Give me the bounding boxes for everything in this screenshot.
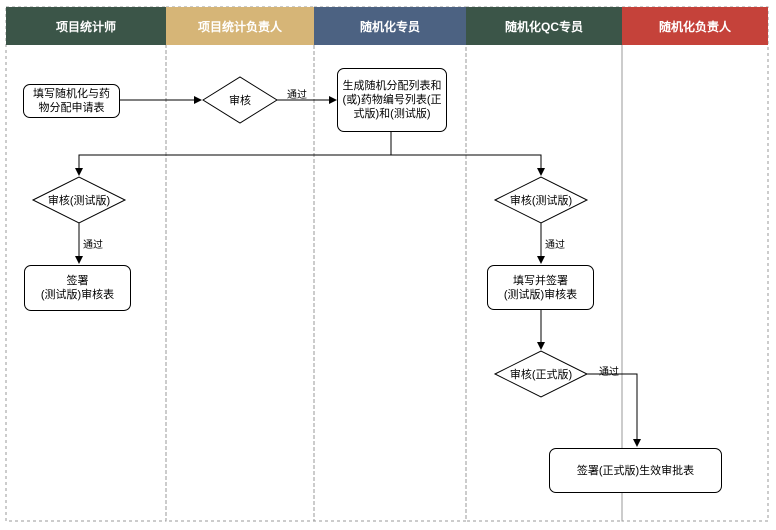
edge-label-pass: 通过 [287,90,307,101]
review-manager-label: 审核 [229,95,251,107]
lane-header-4: 随机化QC专员 [466,7,622,45]
lane-body-5 [621,6,769,522]
lane-header-5: 随机化负责人 [622,7,768,45]
edge-formal-review-to-sign [587,373,641,447]
edge-label-pass: 通过 [83,240,103,251]
edge-generate-split [75,132,392,176]
sign-test-stat-box: 签署 (测试版)审核表 [24,265,131,311]
edge-split-to-qc [391,154,545,176]
review-test-stat-label: 审核(测试版) [47,195,111,207]
sign-formal-box: 签署(正式版)生效审批表 [549,448,722,493]
diamond-review-test-stat [31,176,127,224]
lane-header-1: 项目统计师 [6,7,166,45]
lane-body-4 [465,6,623,522]
edge-label-pass: 通过 [599,367,619,378]
fill-sign-qc-box: 填写并签署 (测试版)审核表 [487,265,594,310]
edge-label-pass: 通过 [545,240,565,251]
generate-lists-box: 生成随机分配列表和(或)药物编号列表(正式版)和(测试版) [337,68,447,132]
lane-header-3: 随机化专员 [314,7,466,45]
lane-header-2: 项目统计负责人 [166,7,314,45]
review-test-qc-label: 审核(测试版) [509,195,573,207]
review-formal-qc-label: 审核(正式版) [509,369,573,381]
diamond-review-test-qc [493,176,589,224]
fill-request-box: 填写随机化与药物分配申请表 [23,84,120,118]
